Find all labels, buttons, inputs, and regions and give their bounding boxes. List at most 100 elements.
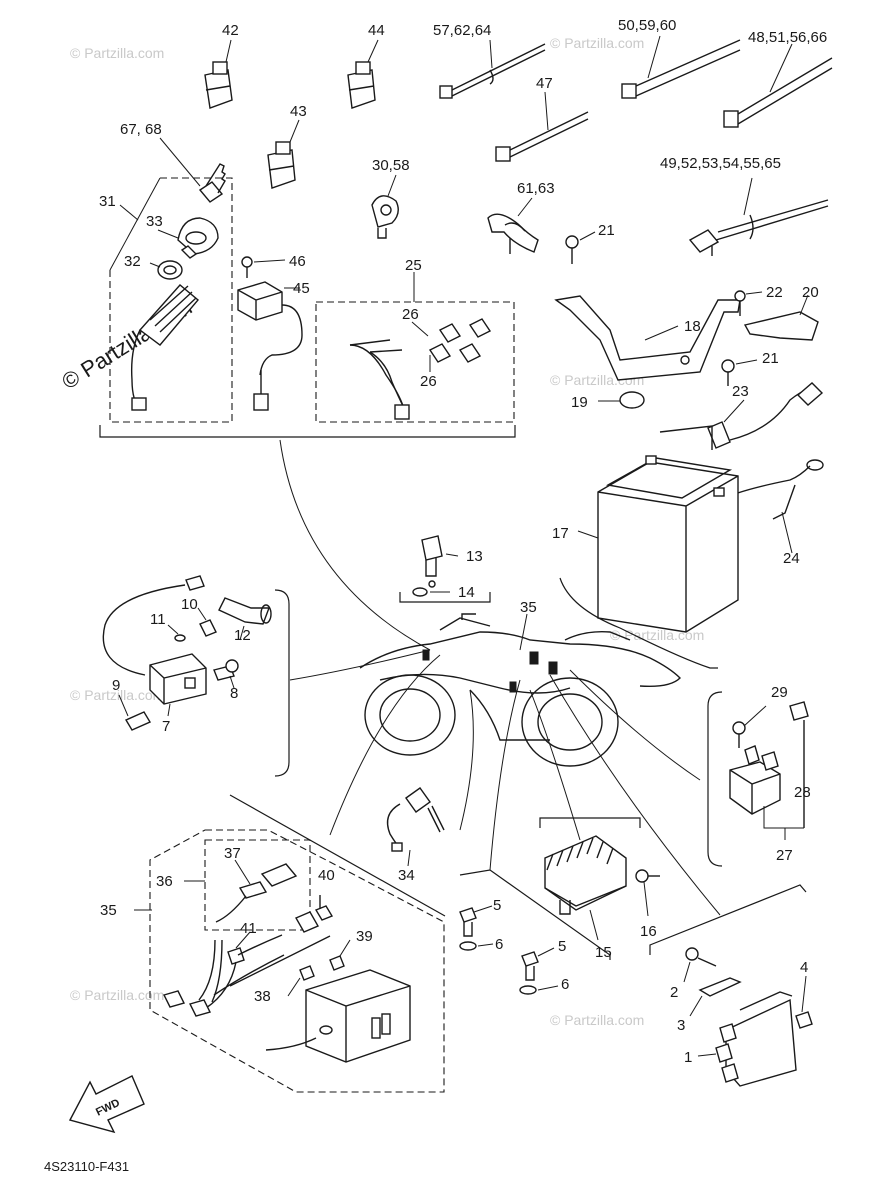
- starter-relay-group: [707, 691, 809, 867]
- callout-44: 44: [368, 22, 385, 39]
- gasket-14: [399, 587, 491, 603]
- callout-12: 12: [234, 627, 251, 644]
- callout-19: 19: [571, 394, 588, 411]
- ignition-coil-group: [102, 575, 290, 777]
- battery-17: [577, 455, 739, 633]
- callout-26b: 26: [420, 373, 437, 390]
- sensor-bracket: [459, 869, 611, 960]
- fwd-arrow-icon: FWD: [68, 1075, 145, 1134]
- clamp-30-58: [371, 174, 399, 239]
- watermark-1: © Partzilla.com: [70, 45, 164, 61]
- relay-45: [237, 256, 303, 411]
- callout-21a: 21: [598, 222, 615, 239]
- sensor-5b: [521, 947, 555, 981]
- callout-29: 29: [771, 684, 788, 701]
- switch-34: [386, 787, 445, 867]
- callout-57-62-64: 57,62,64: [433, 22, 491, 39]
- callout-32: 32: [124, 253, 141, 270]
- routing-lines: [279, 439, 721, 916]
- callout-5b: 5: [558, 938, 566, 955]
- callout-6b: 6: [561, 976, 569, 993]
- cdi-group: [649, 884, 813, 1087]
- callout-38: 38: [254, 988, 271, 1005]
- callout-40: 40: [318, 867, 335, 884]
- callout-35a: 35: [520, 599, 537, 616]
- battery-cable-23: [707, 382, 824, 449]
- callout-28: 28: [794, 784, 811, 801]
- atv-outline: [359, 613, 681, 767]
- rectifier-15: [539, 817, 660, 941]
- coupler-44: [347, 39, 379, 109]
- sensor-13: [421, 535, 459, 588]
- top-left-bracket: [99, 425, 516, 438]
- callout-45: 45: [293, 280, 310, 297]
- callout-3: 3: [677, 1017, 685, 1034]
- callout-34: 34: [398, 867, 415, 884]
- watermark-6: © Partzilla.com: [70, 987, 164, 1003]
- wire-lead-group-25: [315, 272, 515, 423]
- callout-49-52: 49,52,53,54,55,65: [660, 155, 781, 172]
- callout-33: 33: [146, 213, 163, 230]
- diagram-code: 4S23110-F431: [44, 1159, 129, 1174]
- sensor-5a: [459, 905, 493, 937]
- callout-4: 4: [800, 959, 808, 976]
- callout-24: 24: [783, 550, 800, 567]
- callout-17: 17: [552, 525, 569, 542]
- callout-26a: 26: [402, 306, 419, 323]
- callout-6a: 6: [495, 936, 503, 953]
- callout-8: 8: [230, 685, 238, 702]
- callout-7: 7: [162, 718, 170, 735]
- callout-67-68: 67, 68: [120, 121, 162, 138]
- callout-50-59-60: 50,59,60: [618, 17, 676, 34]
- callout-30-58: 30,58: [372, 157, 410, 174]
- bolt-21a: [565, 231, 596, 264]
- callout-2: 2: [670, 984, 678, 1001]
- callout-1: 1: [684, 1049, 692, 1066]
- callout-27: 27: [776, 847, 793, 864]
- callout-48-51-56-66: 48,51,56,66: [748, 29, 827, 46]
- callout-21b: 21: [762, 350, 779, 367]
- callout-42: 42: [222, 22, 239, 39]
- callout-18: 18: [684, 318, 701, 335]
- callout-20: 20: [802, 284, 819, 301]
- cable-tie-57-62-64: [439, 39, 546, 99]
- callout-11: 11: [150, 611, 166, 628]
- callout-23: 23: [732, 383, 749, 400]
- wire-harness-group: [134, 794, 446, 1093]
- callout-22: 22: [766, 284, 783, 301]
- watermark-2: © Partzilla.com: [550, 35, 644, 51]
- watermark-5: © Partzilla.com: [70, 687, 164, 703]
- washer-6a: [459, 941, 494, 951]
- callout-61-63: 61,63: [517, 180, 555, 197]
- callouts: 42 44 57,62,64 50,59,60 48,51,56,66 47 4…: [99, 17, 827, 1066]
- coupler-42: [204, 39, 233, 109]
- damper-19: [598, 391, 645, 409]
- cable-tie-48-51-56-66: [723, 43, 833, 128]
- main-switch-group: [109, 137, 233, 423]
- callout-15: 15: [595, 944, 612, 961]
- callout-43: 43: [290, 103, 307, 120]
- callout-13: 13: [466, 548, 483, 565]
- callout-37: 37: [224, 845, 241, 862]
- callout-9: 9: [112, 677, 120, 694]
- callout-5a: 5: [493, 897, 501, 914]
- callout-25: 25: [405, 257, 422, 274]
- callout-16: 16: [640, 923, 657, 940]
- watermark-7: © Partzilla.com: [550, 1012, 644, 1028]
- clamp-61-63: [487, 197, 539, 254]
- bolt-21b: [721, 359, 758, 386]
- battery-bracket-line: [559, 577, 718, 669]
- cable-tie-47: [495, 91, 589, 162]
- battery-bracket-18: [554, 295, 741, 381]
- callout-47: 47: [536, 75, 553, 92]
- cable-tie-49-52: [688, 177, 829, 256]
- callout-36: 36: [156, 873, 173, 890]
- plate-20: [734, 290, 819, 341]
- callout-14: 14: [458, 584, 475, 601]
- callout-39: 39: [356, 928, 373, 945]
- coupler-43: [267, 119, 300, 189]
- washer-6b: [519, 985, 559, 995]
- cable-tie-50-59-60: [621, 35, 741, 99]
- callout-31: 31: [99, 193, 116, 210]
